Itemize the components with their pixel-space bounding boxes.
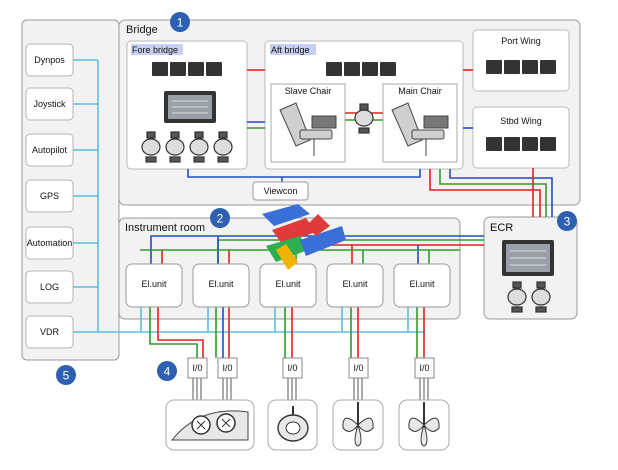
gauge-cluster-port-wing xyxy=(486,60,556,74)
el-unit-2[interactable] xyxy=(192,263,250,308)
badge-instrument-room-number: 2 xyxy=(217,212,224,226)
badge-side-panel: 5 xyxy=(56,365,76,385)
log-box[interactable] xyxy=(25,270,74,304)
instrument-room-title: Instrument room xyxy=(125,222,205,234)
main-chair-illustration xyxy=(391,102,449,156)
gps-label: GPS xyxy=(40,191,59,201)
fore-console-display xyxy=(164,91,216,123)
badge-ecr: 3 xyxy=(557,211,577,231)
fore-bridge-label: Fore bridge xyxy=(132,45,178,55)
io-box-1[interactable] xyxy=(187,357,208,379)
badge-side-panel-number: 5 xyxy=(63,369,70,383)
vdr-label: VDR xyxy=(40,327,60,337)
automation-box[interactable] xyxy=(25,226,74,260)
stbd-wing-label: Stbd Wing xyxy=(500,116,542,126)
el-unit-4[interactable] xyxy=(326,263,384,308)
io-box-5[interactable] xyxy=(414,357,435,379)
aft-bridge-label: Aft bridge xyxy=(271,45,310,55)
thruster-propeller-2 xyxy=(398,399,450,451)
gauge-cluster-fore xyxy=(152,62,222,76)
joystick-box[interactable] xyxy=(25,87,74,121)
automation-label: Automation xyxy=(27,238,73,248)
vdr-box[interactable] xyxy=(25,315,74,349)
logo-icon xyxy=(262,204,346,270)
dynpos-label: Dynpos xyxy=(34,55,65,65)
ecr-title: ECR xyxy=(490,222,513,234)
el-units: El.unit El.unit El.unit El.unit El.unit xyxy=(125,263,451,308)
io-box-1-label: I/0 xyxy=(192,363,202,373)
badge-ecr-number: 3 xyxy=(564,215,571,229)
slave-chair-illustration xyxy=(279,102,337,156)
gauge-cluster-stbd-wing xyxy=(486,137,556,151)
io-boxes: I/0 I/0 I/0 I/0 I/0 xyxy=(187,357,435,379)
bridge-title: Bridge xyxy=(126,24,158,36)
fore-control-levers xyxy=(141,131,233,163)
ecr-console-display xyxy=(502,240,554,276)
autopilot-label: Autopilot xyxy=(32,145,68,155)
cyan-bus xyxy=(73,59,425,333)
io-box-2[interactable] xyxy=(217,357,238,379)
slave-chair-label: Slave Chair xyxy=(285,86,332,96)
io-box-3[interactable] xyxy=(282,357,303,379)
joystick-label: Joystick xyxy=(33,99,66,109)
log-label: LOG xyxy=(40,282,59,292)
el-unit-1-label: El.unit xyxy=(141,279,167,289)
io-box-5-label: I/0 xyxy=(419,363,429,373)
side-panel-items: Dynpos Joystick Autopilot GPS Automation… xyxy=(25,43,74,349)
dynpos-box[interactable] xyxy=(25,43,74,77)
io-box-4-label: I/0 xyxy=(353,363,363,373)
thruster-bow-hull xyxy=(165,399,255,451)
io-to-thruster-lines xyxy=(192,378,429,400)
io-box-4[interactable] xyxy=(348,357,369,379)
port-wing-panel xyxy=(472,29,570,92)
thruster-propeller-1 xyxy=(332,399,384,451)
gps-box[interactable] xyxy=(25,179,74,213)
badge-bridge-number: 1 xyxy=(177,16,184,30)
viewcon-label: Viewcon xyxy=(264,186,298,196)
io-box-2-label: I/0 xyxy=(222,363,232,373)
el-unit-2-label: El.unit xyxy=(208,279,234,289)
io-box-3-label: I/0 xyxy=(287,363,297,373)
el-unit-4-label: El.unit xyxy=(342,279,368,289)
center-lever xyxy=(354,103,374,134)
port-wing-label: Port Wing xyxy=(501,36,541,46)
viewcon-box[interactable] xyxy=(252,181,309,201)
el-unit-5-label: El.unit xyxy=(409,279,435,289)
io-wiring xyxy=(149,307,425,358)
thruster-tunnel xyxy=(267,399,318,451)
el-unit-5[interactable] xyxy=(393,263,451,308)
main-chair-label: Main Chair xyxy=(398,86,442,96)
badge-io: 4 xyxy=(157,361,177,381)
el-unit-3-label: El.unit xyxy=(275,279,301,289)
badge-bridge: 1 xyxy=(170,12,190,32)
aft-bridge-highlight xyxy=(270,44,316,55)
autopilot-box[interactable] xyxy=(25,133,74,167)
bridge-wiring xyxy=(187,69,553,217)
ecr-control-levers xyxy=(507,281,551,313)
fore-bridge-highlight xyxy=(131,44,183,55)
gauge-cluster-aft xyxy=(326,62,396,76)
el-unit-1[interactable] xyxy=(125,263,183,308)
stbd-wing-panel xyxy=(472,106,570,169)
badge-instrument-room: 2 xyxy=(210,208,230,228)
badge-io-number: 4 xyxy=(164,365,171,379)
